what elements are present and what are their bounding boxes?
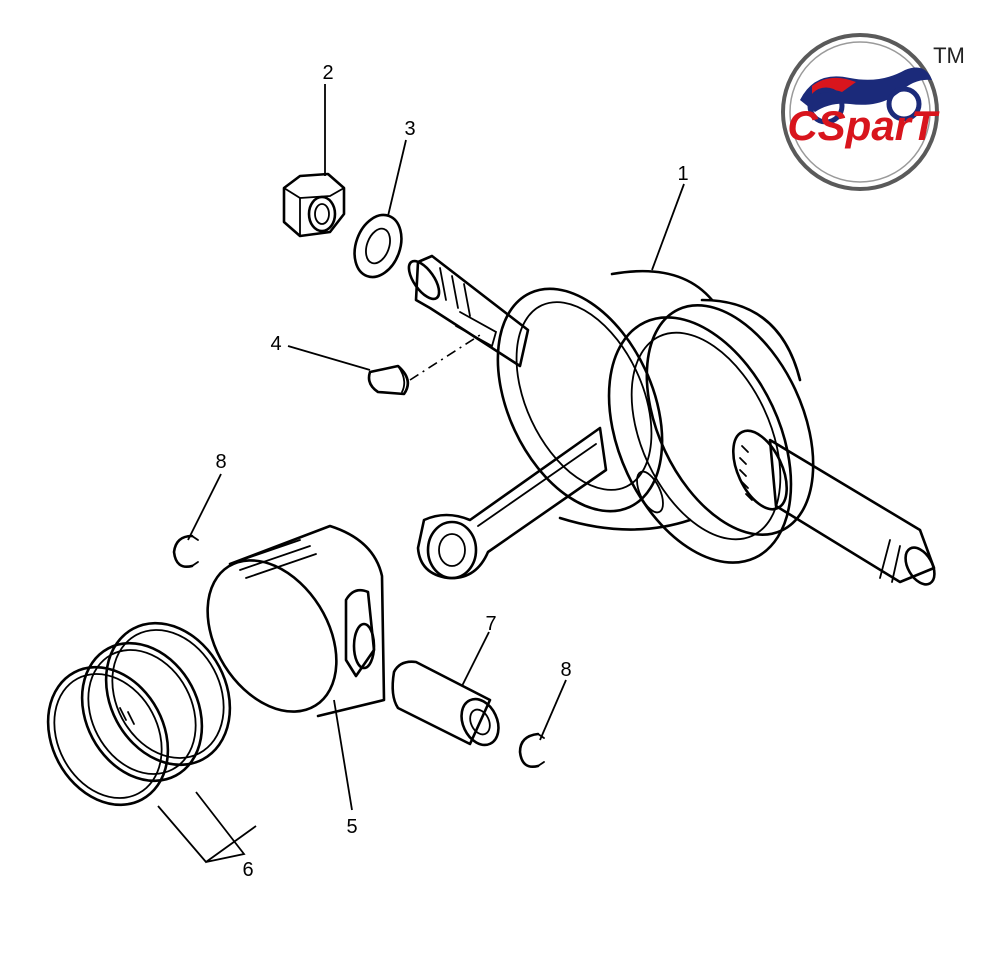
callout-piston-rings: 6: [242, 859, 253, 881]
callout-washer: 3: [404, 118, 415, 140]
piston-rings-part: [46, 621, 232, 807]
callout-piston: 5: [346, 816, 357, 838]
brand-logo: CSparT TM: [781, 33, 965, 191]
piston-pin-part: [391, 660, 500, 747]
callout-piston-pin: 7: [485, 613, 496, 635]
leader-lines: [157, 84, 685, 864]
callout-clip-right: 8: [560, 659, 571, 681]
piston-part: [206, 524, 386, 718]
callout-key: 4: [270, 333, 281, 355]
washer-part: [353, 213, 403, 279]
motorcycle-icon: [800, 67, 932, 125]
crankshaft-part: [407, 254, 936, 586]
clip-left-part: [172, 534, 199, 568]
callout-clip-left: 8: [215, 451, 226, 473]
callout-crankshaft: 1: [677, 163, 688, 185]
trademark-symbol: TM: [933, 43, 965, 68]
callout-numbers: 2 3 1 4 8 7 8 5 6: [215, 62, 688, 881]
nut-part: [282, 172, 346, 238]
callout-nut: 2: [322, 62, 333, 84]
woodruff-key-part: [367, 334, 481, 396]
logo-wordmark: CSparT: [787, 102, 940, 149]
